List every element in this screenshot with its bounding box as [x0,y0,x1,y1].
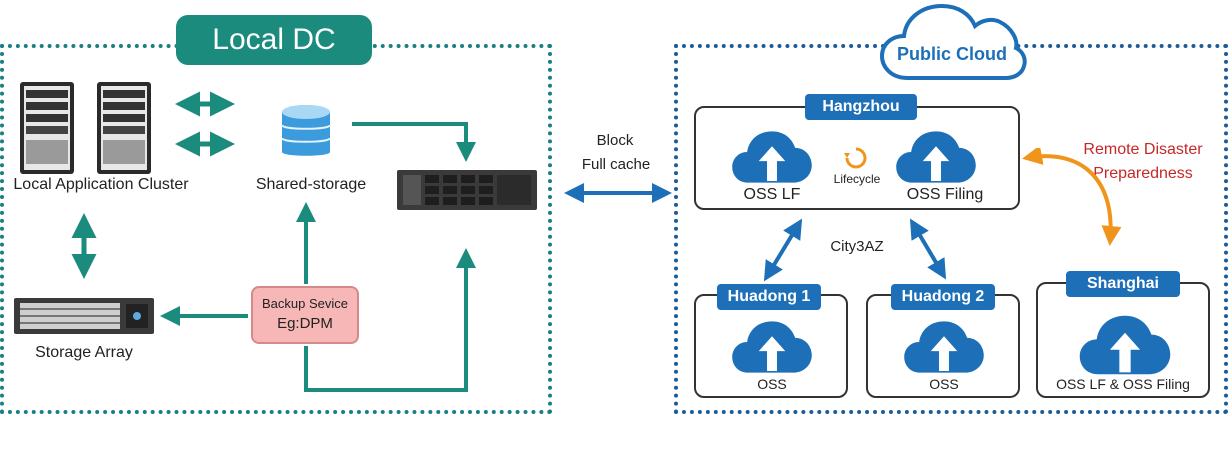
backup-service-box: Backup Sevice Eg:DPM [251,286,359,344]
oss-filing-label: OSS Filing [906,186,984,203]
public-cloud-badge-icon [879,3,1027,80]
oss-lf-label: OSS LF [743,186,801,203]
gateway-rack-icon [397,170,537,210]
oss-cloud-icon [902,318,986,376]
public-cloud-title: Public Cloud [897,44,1007,64]
hangzhou-huadong1-arrow [763,218,803,282]
oss-lf-cloud-icon [730,128,814,186]
local-dc-arrows [71,91,476,392]
shanghai-oss-label: OSS LF & OSS Filing [1056,376,1190,392]
huadong1-label: Huadong 1 [717,284,821,310]
huadong2-label: Huadong 2 [891,284,995,310]
cloud-arrows [763,218,947,282]
link-label-block: Block [596,132,634,149]
oss-cloud-icon [730,318,814,376]
application-cluster-label: Local Application Cluster [13,176,189,193]
storage-array-label: Storage Array [35,344,133,361]
city-az-label: City3AZ [830,238,884,255]
remote-disaster-arrow [1022,148,1122,246]
hangzhou-label: Hangzhou [805,94,917,120]
lifecycle-label: Lifecycle [833,172,881,186]
link-label-full-cache: Full cache [581,156,651,173]
database-icon [281,105,331,156]
huadong2-oss-label: OSS [929,376,959,392]
local-dc-title: Local DC [176,15,372,65]
shared-storage-label: Shared-storage [255,176,367,193]
backup-to-gateway-arrow [304,248,476,392]
storage-to-gateway-arrow [352,122,476,162]
dc-cloud-link-arrow [564,183,672,203]
huadong1-oss-label: OSS [757,376,787,392]
backup-service-label: Backup Sevice [262,296,348,311]
hangzhou-huadong2-arrow [909,218,947,280]
shanghai-label: Shanghai [1066,271,1180,297]
oss-filing-cloud-icon [894,128,978,186]
application-server-icon [97,82,151,174]
lifecycle-icon [844,147,867,169]
backup-example-label: Eg:DPM [277,315,333,332]
storage-array-icon [14,298,154,334]
application-server-icon [20,82,74,174]
oss-shanghai-cloud-icon [1076,312,1174,378]
